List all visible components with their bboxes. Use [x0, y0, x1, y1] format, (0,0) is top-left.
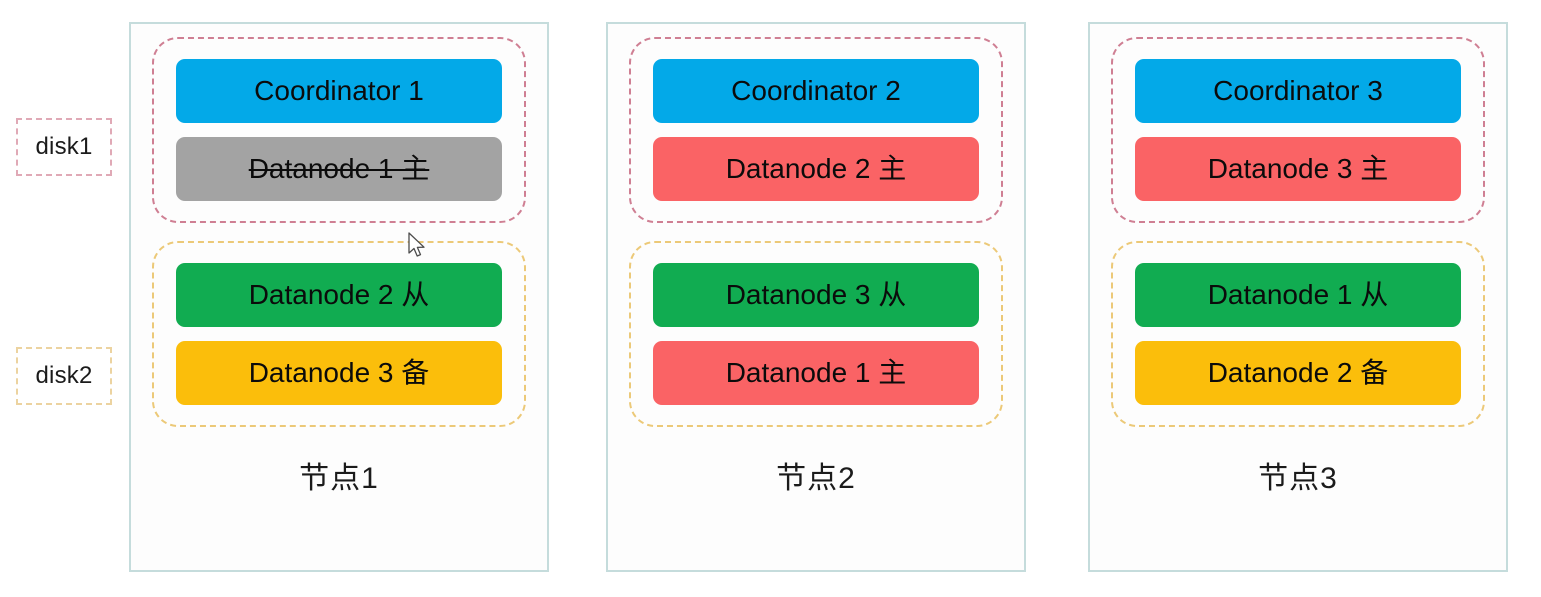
node2-disk1-service-datanode-primary-label: Datanode 2 主 [725, 153, 907, 184]
node3-disk1-service-datanode-primary[interactable]: Datanode 3 主 [1135, 137, 1461, 201]
node2-disk2-service-datanode-primary[interactable]: Datanode 1 主 [653, 341, 979, 405]
node-caption-1: 节点1 [299, 462, 379, 495]
node-caption-3: 节点3 [1258, 462, 1338, 495]
node1-disk1-service-datanode-primary-down-label: Datanode 1 主 [248, 153, 430, 184]
disk-legend-disk2-text: disk2 [35, 362, 93, 389]
node-caption-2: 节点2 [776, 462, 856, 495]
node2-disk2-service-datanode-replica-label: Datanode 3 从 [725, 279, 907, 310]
node-column-3: Coordinator 3 Datanode 3 主 Datanode 1 从 … [1088, 22, 1508, 572]
node1-disk1-service-coordinator-label: Coordinator 1 [254, 75, 424, 106]
node2-disk2-group: Datanode 3 从 Datanode 1 主 [629, 241, 1003, 427]
node-column-1: Coordinator 1 Datanode 1 主 Datanode 2 从 … [129, 22, 549, 572]
node3-disk2-group: Datanode 1 从 Datanode 2 备 [1111, 241, 1485, 427]
node1-disk2-group: Datanode 2 从 Datanode 3 备 [152, 241, 526, 427]
node3-disk1-service-coordinator-label: Coordinator 3 [1213, 75, 1383, 106]
node1-disk1-service-coordinator[interactable]: Coordinator 1 [176, 59, 502, 123]
node2-disk2-service-datanode-replica[interactable]: Datanode 3 从 [653, 263, 979, 327]
node1-disk1-group: Coordinator 1 Datanode 1 主 [152, 37, 526, 223]
node3-disk2-service-datanode-backup[interactable]: Datanode 2 备 [1135, 341, 1461, 405]
disk-legend-disk1: disk1 [16, 118, 112, 176]
node3-disk2-service-datanode-replica-label: Datanode 1 从 [1207, 279, 1389, 310]
node2-disk1-service-coordinator-label: Coordinator 2 [731, 75, 901, 106]
node3-disk1-service-datanode-primary-label: Datanode 3 主 [1207, 153, 1389, 184]
node1-disk2-service-datanode-replica-label: Datanode 2 从 [248, 279, 430, 310]
node1-disk2-service-datanode-replica[interactable]: Datanode 2 从 [176, 263, 502, 327]
node3-disk2-service-datanode-backup-label: Datanode 2 备 [1207, 357, 1389, 388]
node3-disk1-service-coordinator[interactable]: Coordinator 3 [1135, 59, 1461, 123]
node-column-2: Coordinator 2 Datanode 2 主 Datanode 3 从 … [606, 22, 1026, 572]
node2-disk1-service-coordinator[interactable]: Coordinator 2 [653, 59, 979, 123]
node3-disk2-service-datanode-replica[interactable]: Datanode 1 从 [1135, 263, 1461, 327]
node3-disk1-group: Coordinator 3 Datanode 3 主 [1111, 37, 1485, 223]
node1-disk2-service-datanode-backup-label: Datanode 3 备 [248, 357, 430, 388]
node2-disk1-group: Coordinator 2 Datanode 2 主 [629, 37, 1003, 223]
node1-disk2-service-datanode-backup[interactable]: Datanode 3 备 [176, 341, 502, 405]
node2-disk2-service-datanode-primary-label: Datanode 1 主 [725, 357, 907, 388]
node2-disk1-service-datanode-primary[interactable]: Datanode 2 主 [653, 137, 979, 201]
disk-legend-disk1-text: disk1 [35, 133, 93, 160]
node1-disk1-service-datanode-primary-down[interactable]: Datanode 1 主 [176, 137, 502, 201]
disk-legend-disk2: disk2 [16, 347, 112, 405]
